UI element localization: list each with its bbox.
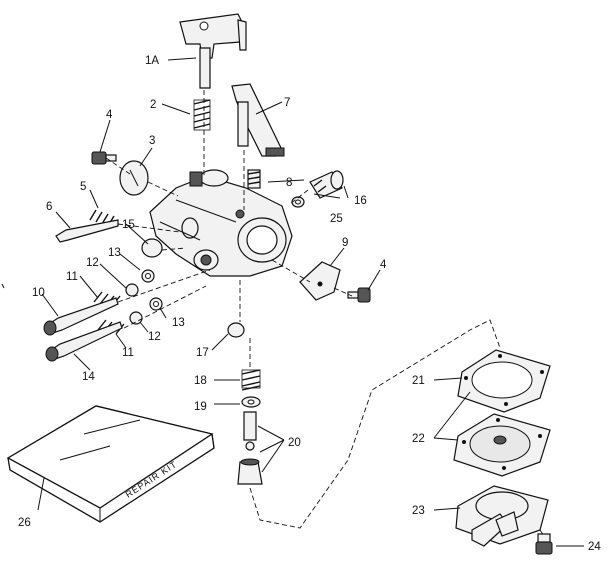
label-7: 7 xyxy=(284,97,290,109)
label-16: 16 xyxy=(354,195,367,207)
part-13a-washer xyxy=(141,269,155,283)
leader-lines xyxy=(37,57,584,547)
part-18-spring xyxy=(241,369,261,391)
part-5-spring xyxy=(89,209,115,227)
label-2: 2 xyxy=(150,99,156,111)
label-11b: 11 xyxy=(122,347,134,359)
label-10: 10 xyxy=(32,287,45,299)
part-3-disc xyxy=(119,160,149,196)
part-11a-spring xyxy=(93,291,121,307)
part-23-pump-cover xyxy=(455,485,549,547)
label-9: 9 xyxy=(342,237,348,249)
part-21-gasket xyxy=(457,349,551,413)
label-4b: 4 xyxy=(380,259,387,271)
label-17: 17 xyxy=(196,347,209,359)
part-14-needle xyxy=(45,321,123,362)
carburetor-body xyxy=(149,169,293,277)
part-16-fitting xyxy=(309,170,344,199)
label-14: 14 xyxy=(82,371,95,383)
label-11a: 11 xyxy=(66,271,78,283)
edge-mark xyxy=(1,283,5,289)
assembly-lines xyxy=(105,90,545,537)
label-19: 19 xyxy=(194,401,207,413)
label-4a: 4 xyxy=(106,109,113,121)
part-12b-washer xyxy=(129,311,143,325)
part-12a-washer xyxy=(125,283,139,297)
part-8-spring xyxy=(247,169,261,189)
part-20-float-parts xyxy=(237,411,263,485)
part-17-cup xyxy=(227,322,245,338)
label-12b: 12 xyxy=(148,331,161,343)
label-24: 24 xyxy=(588,541,601,553)
label-22: 22 xyxy=(412,433,425,445)
label-18: 18 xyxy=(194,375,207,387)
label-20: 20 xyxy=(288,437,301,449)
part-2-spring xyxy=(193,99,211,131)
part-4b-screw xyxy=(347,287,371,303)
part-24-screw xyxy=(535,533,553,555)
part-9-plate xyxy=(299,261,341,301)
part-6-screw xyxy=(55,219,119,243)
label-3: 3 xyxy=(149,135,155,147)
label-25: 25 xyxy=(330,213,343,225)
label-15: 15 xyxy=(122,219,135,231)
callout-labels: 1A 2 3 4 4 5 6 7 8 9 10 11 11 12 12 13 1… xyxy=(18,55,601,553)
part-25-washer xyxy=(291,196,305,208)
label-13a: 13 xyxy=(108,247,121,259)
label-6: 6 xyxy=(46,201,52,213)
label-5: 5 xyxy=(80,181,86,193)
part-7-shaft xyxy=(231,83,285,157)
part-4a-screw xyxy=(91,151,117,165)
label-12a: 12 xyxy=(86,257,99,269)
label-23: 23 xyxy=(412,505,425,517)
label-8: 8 xyxy=(286,177,292,189)
part-13b-washer xyxy=(149,297,163,311)
label-13b: 13 xyxy=(172,317,185,329)
part-19-washer xyxy=(241,396,261,408)
label-26: 26 xyxy=(18,517,31,529)
label-1a: 1A xyxy=(145,55,159,67)
part-1a-bracket xyxy=(179,13,247,89)
label-21: 21 xyxy=(412,375,425,387)
part-10-needle xyxy=(43,297,119,336)
part-22-diaphragm xyxy=(453,413,551,477)
